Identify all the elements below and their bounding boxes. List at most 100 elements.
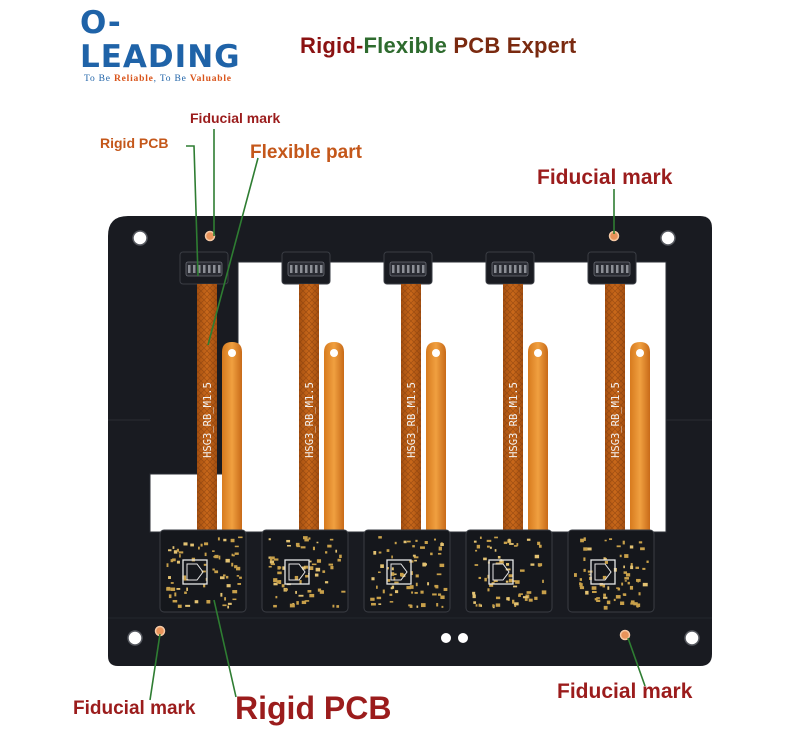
chip-outline xyxy=(488,559,514,585)
solder-pad xyxy=(412,554,416,557)
solder-pad xyxy=(519,569,525,572)
page-headline: Rigid-Flexible PCB Expert xyxy=(300,33,576,59)
solder-pad xyxy=(505,563,510,566)
solder-pad xyxy=(268,565,272,568)
solder-pad xyxy=(483,557,487,561)
connector-pin xyxy=(213,265,216,273)
solder-pad xyxy=(382,589,385,594)
solder-pad xyxy=(335,549,338,553)
solder-pad xyxy=(378,536,382,539)
callout-fiducial-bottom-left: Fiducial mark xyxy=(73,698,196,719)
connector-pin xyxy=(422,265,425,273)
solder-pad xyxy=(515,580,520,584)
tagline-highlight: Reliable xyxy=(114,74,154,84)
chip-mark xyxy=(594,563,612,581)
solder-pad xyxy=(276,580,282,584)
solder-pad xyxy=(174,592,177,597)
solder-pad xyxy=(629,545,634,549)
solder-pad xyxy=(289,603,295,608)
solder-pad xyxy=(619,554,622,558)
solder-pad xyxy=(282,566,285,570)
solder-pad xyxy=(303,536,308,540)
solder-pad xyxy=(389,601,394,603)
solder-pad xyxy=(474,564,479,566)
connector-pin xyxy=(397,265,400,273)
solder-pad xyxy=(412,545,415,548)
solder-pad xyxy=(309,566,314,571)
solder-pad xyxy=(604,557,607,560)
flex-tab xyxy=(528,342,548,532)
solder-pad xyxy=(230,538,235,543)
solder-pad xyxy=(371,577,375,581)
solder-pad xyxy=(305,600,310,602)
solder-pad xyxy=(214,554,219,559)
connector-pin xyxy=(193,265,196,273)
solder-pad xyxy=(370,597,375,601)
solder-pad xyxy=(635,566,640,569)
solder-pad xyxy=(394,573,397,576)
solder-pad xyxy=(437,593,442,596)
solder-pad xyxy=(478,603,481,607)
solder-pad xyxy=(437,552,442,555)
solder-pad xyxy=(214,570,219,574)
solder-pad xyxy=(168,549,172,552)
solder-pad xyxy=(393,577,396,581)
solder-pad xyxy=(197,546,200,550)
solder-pad xyxy=(624,580,627,582)
headline-part: PCB Expert xyxy=(447,33,577,58)
solder-pad xyxy=(638,541,643,544)
leader-line xyxy=(213,599,237,698)
logo-wordmark: O-LEADING xyxy=(80,5,241,75)
solder-pad xyxy=(322,570,326,573)
solder-pad xyxy=(623,565,625,569)
callout-fiducial-bottom-right: Fiducial mark xyxy=(557,680,693,703)
solder-pad xyxy=(622,540,625,545)
solder-pad xyxy=(623,571,628,574)
tooling-hole xyxy=(441,633,451,643)
solder-pad xyxy=(311,563,317,566)
solder-pad xyxy=(434,584,438,588)
solder-pad xyxy=(327,544,332,548)
solder-pad xyxy=(512,599,515,604)
solder-pad xyxy=(300,546,306,549)
callout-rigid-pcb-top: Rigid PCB xyxy=(100,135,169,151)
solder-pad xyxy=(269,560,275,564)
solder-pad xyxy=(330,565,334,570)
solder-pad xyxy=(518,594,521,597)
connector-pin xyxy=(509,265,512,273)
solder-pad xyxy=(534,596,538,600)
solder-pad xyxy=(585,590,589,595)
solder-pad xyxy=(479,536,482,539)
company-logo: O-LEADING To Be Reliable, To Be Valuable xyxy=(80,6,270,84)
solder-pad xyxy=(637,580,640,583)
solder-pad xyxy=(625,573,631,577)
solder-pad xyxy=(606,600,611,605)
solder-pad xyxy=(224,597,227,601)
callout-flexible-part: Flexible part xyxy=(250,142,362,163)
tab-hole xyxy=(636,349,644,357)
solder-pad xyxy=(514,605,517,607)
solder-pad xyxy=(275,595,278,599)
solder-pad xyxy=(186,587,188,591)
solder-pad xyxy=(231,562,234,567)
solder-pad xyxy=(400,572,404,577)
solder-pad xyxy=(273,604,277,608)
solder-pad xyxy=(513,602,519,606)
solder-pad xyxy=(476,544,481,549)
solder-pad xyxy=(411,591,414,594)
solder-pad xyxy=(332,604,335,608)
flex-silkscreen-text: HSG3_RB_M1.5 xyxy=(304,382,316,458)
solder-pad xyxy=(491,582,495,585)
flex-tab xyxy=(630,342,650,532)
flex-tab xyxy=(222,342,242,532)
leader-line xyxy=(149,633,161,701)
solder-pad xyxy=(301,600,307,605)
solder-pad xyxy=(182,575,187,580)
logo-tagline: To Be Reliable, To Be Valuable xyxy=(84,74,270,84)
flex-module: HSG3_RB_M1.5 xyxy=(159,251,247,613)
mounting-hole xyxy=(660,230,676,246)
leader-line xyxy=(186,145,199,277)
flex-module: HSG3_RB_M1.5 xyxy=(465,251,553,613)
solder-pad xyxy=(281,584,285,588)
solder-pad xyxy=(422,563,428,566)
